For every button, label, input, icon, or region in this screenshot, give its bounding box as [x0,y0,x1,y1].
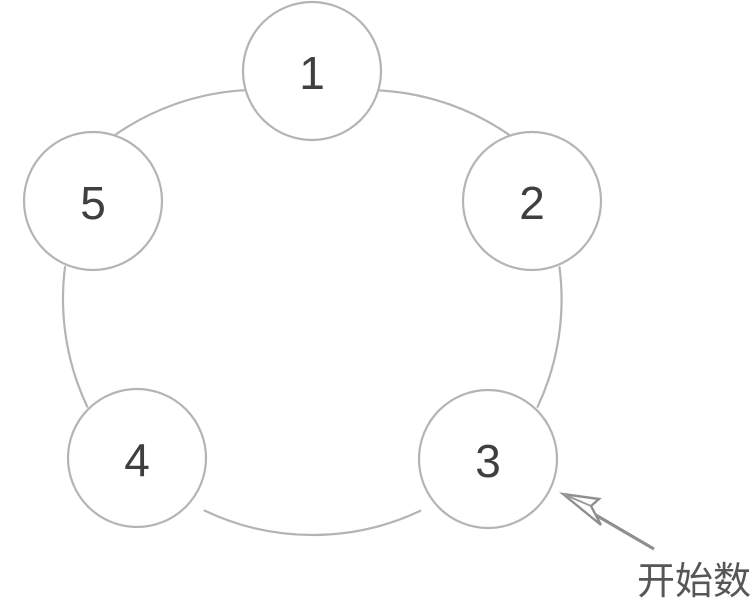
pointer-shaft-line [593,512,655,551]
start-count-label: 开始数 [637,561,751,603]
node-3-circle[interactable] [417,388,559,530]
arrow-head-crease [562,493,592,507]
node-5-label: 5 [80,177,106,229]
edge-4-5 [61,265,89,408]
node-1[interactable]: 1 [241,0,383,142]
arrow-head-icon [558,492,603,526]
edge-5-1 [110,89,246,139]
node-4-label: 4 [124,434,150,486]
node-2-label: 2 [519,177,545,229]
edge-1-2 [378,89,515,139]
node-1-label: 1 [299,47,325,99]
edge-3-4 [203,509,422,536]
start-pointer-annotation [558,492,655,551]
node-5[interactable]: 5 [22,130,164,272]
node-3[interactable]: 3 [417,388,559,530]
node-1-circle[interactable] [241,0,383,142]
node-4-circle[interactable] [66,387,208,529]
node-4[interactable]: 4 [66,387,208,529]
node-group: 1 2 3 4 5 [22,0,603,530]
node-2[interactable]: 2 [461,130,603,272]
node-3-label: 3 [475,435,501,487]
edge-2-3 [536,266,563,408]
edge-group [61,89,563,536]
node-5-circle[interactable] [22,130,164,272]
node-2-circle[interactable] [461,130,603,272]
